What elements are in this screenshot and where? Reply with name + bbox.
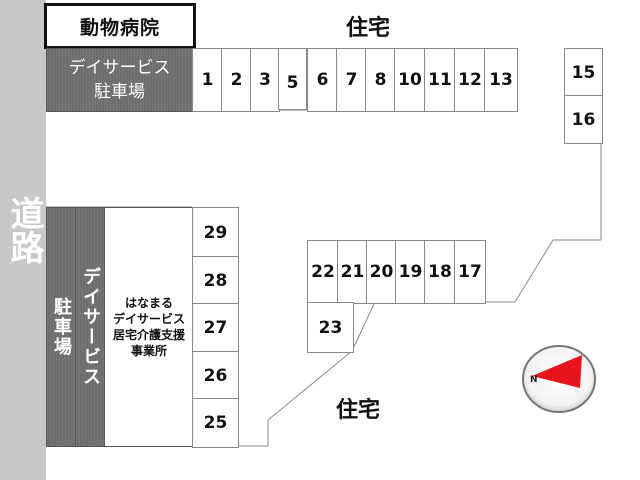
hanamaru-line4: 事業所 [130,344,167,358]
parking-slot: 11 [424,48,456,112]
parking-slot: 2 [221,48,252,112]
hanamaru-line1: はなまる [124,296,173,310]
parking-slot: 15 [564,48,603,97]
outline-lower-diagonal [267,350,353,421]
parking-slot: 25 [192,398,239,448]
parking-slot: 7 [336,48,367,112]
outline-middle-left-diagonal [351,301,376,352]
parking-slot: 3 [250,48,280,112]
compass-north-marker: N [530,375,538,385]
outline-right-diagonal [514,239,554,303]
hanamaru-building: はなまる デイサービス 居宅介護支援 事業所 [104,207,194,447]
parking-slot: 10 [394,48,426,112]
parking-slot: 23 [307,302,354,353]
day-service-parking-top-line2: 駐車場 [94,82,145,102]
parking-slot: 19 [395,240,426,304]
parking-slot: 28 [192,256,239,305]
day-service-parking-left: 駐車場 [46,207,76,447]
parking-slot: 1 [192,48,223,112]
hanamaru-line3: 居宅介護支援 [112,328,185,342]
compass-icon: N [522,345,596,413]
hanamaru-line2: デイサービス [112,312,185,326]
road: 道路 [0,0,46,480]
parking-slot: 6 [307,48,338,112]
parking-slot: 22 [307,240,339,304]
parking-slot: 17 [454,240,486,304]
housing-top-label: 住宅 [346,16,391,41]
parking-slot: 5 [278,48,307,110]
parking-slot: 8 [365,48,396,112]
parking-slot: 29 [192,207,239,258]
parking-slot: 20 [366,240,397,304]
housing-bottom-label: 住宅 [336,398,381,423]
parking-slot: 12 [454,48,486,112]
parking-slot: 18 [424,240,456,304]
road-label: 道路 [4,196,44,264]
parking-slot: 26 [192,351,239,400]
parking-slot: 27 [192,303,239,353]
day-service-left-label: デイサービス [75,207,105,447]
day-service-parking-top-line1: デイサービス [68,58,171,78]
parking-slot: 13 [484,48,518,112]
vet-clinic-label: 動物病院 [44,3,196,49]
day-service-parking-top: デイサービス 駐車場 [46,48,193,112]
parking-slot: 16 [564,95,603,144]
parking-slot: 21 [337,240,368,304]
compass-needle [532,355,582,388]
